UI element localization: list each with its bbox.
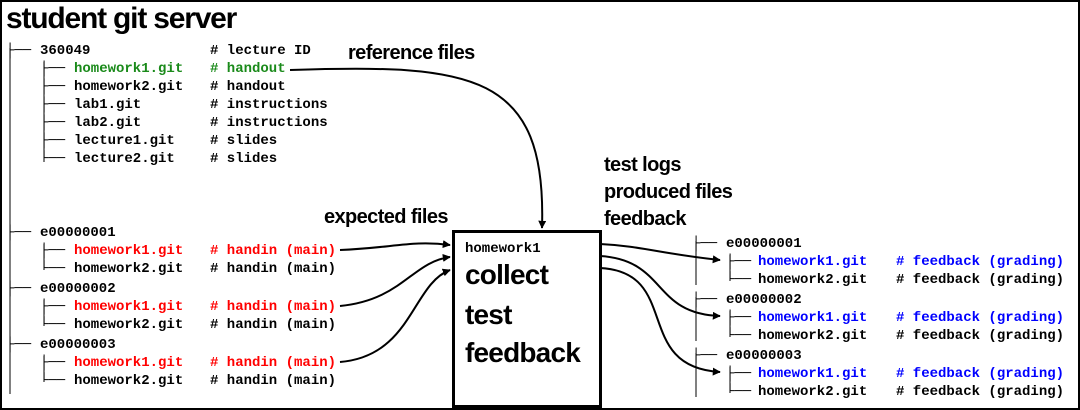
lecture-repo-name: lab2.git bbox=[74, 115, 142, 131]
student-repo-name: homework2.git bbox=[74, 373, 184, 389]
student-repo-name: homework1.git bbox=[74, 243, 184, 259]
feedback-arrow-1 bbox=[599, 243, 721, 264]
feedback-repo-name: homework1.git bbox=[758, 254, 868, 270]
student-repo-name: homework2.git bbox=[74, 261, 184, 277]
process-homework-id: homework1 bbox=[465, 241, 541, 257]
student-repo-comment: # handin (main) bbox=[210, 373, 337, 389]
tree-branch: ├── bbox=[726, 254, 752, 270]
grading-process-box: homework1 collect test feedback bbox=[452, 230, 602, 408]
tree-branch: └── bbox=[726, 272, 752, 288]
handin-arrow-2 bbox=[339, 253, 451, 307]
student-repo-comment: # handin (main) bbox=[210, 355, 337, 371]
student-id: e00000002 bbox=[40, 281, 116, 297]
test-logs-label: test logs bbox=[604, 154, 681, 176]
tree-branch: ├── bbox=[726, 366, 752, 382]
step-test: test bbox=[465, 299, 512, 330]
lecture-repo-name: homework1.git bbox=[74, 61, 184, 77]
lecture-repo-name: lecture1.git bbox=[74, 133, 175, 149]
feedback-student-id: e00000001 bbox=[726, 236, 802, 252]
tree-branch: ├── bbox=[40, 97, 66, 113]
feedback-repo-comment: # feedback (grading) bbox=[896, 310, 1065, 326]
step-feedback: feedback bbox=[465, 337, 581, 368]
tree-branch: └── bbox=[40, 317, 66, 333]
feedback-student-id: e00000002 bbox=[726, 292, 802, 308]
student-repo-name: homework1.git bbox=[74, 299, 184, 315]
tree-branch: ├── bbox=[40, 355, 66, 371]
feedback-repo-comment: # feedback (grading) bbox=[896, 328, 1065, 344]
feedback-repo-comment: # feedback (grading) bbox=[896, 254, 1065, 270]
tree-branch: ├── bbox=[726, 310, 752, 326]
feedback-repo-name: homework2.git bbox=[758, 384, 868, 400]
handin-arrow-1 bbox=[339, 240, 451, 251]
produced-files-label: produced files bbox=[604, 181, 733, 203]
student-id: e00000001 bbox=[40, 225, 116, 241]
tree-branch: ├── bbox=[692, 236, 718, 252]
tree-branch: ├── bbox=[40, 79, 66, 95]
tree-branch: └── bbox=[40, 261, 66, 277]
diagram-title: student git server bbox=[6, 2, 237, 35]
lecture-repo-comment: # slides bbox=[210, 151, 278, 167]
tree-branch: ├── bbox=[40, 61, 66, 77]
lecture-repo-comment: # slides bbox=[210, 133, 278, 149]
student-repo-comment: # handin (main) bbox=[210, 317, 337, 333]
feedback-student-id: e00000003 bbox=[726, 348, 802, 364]
feedback-repo-comment: # feedback (grading) bbox=[896, 384, 1065, 400]
feedback-repo-name: homework1.git bbox=[758, 310, 868, 326]
feedback-repo-name: homework2.git bbox=[758, 272, 868, 288]
tree-branch: ├── bbox=[40, 243, 66, 259]
feedback-label: feedback bbox=[604, 208, 687, 230]
tree-branch: ├── bbox=[40, 115, 66, 131]
tree-branch: ├── bbox=[6, 281, 32, 297]
step-collect: collect bbox=[465, 259, 549, 290]
feedback-repo-name: homework1.git bbox=[758, 366, 868, 382]
lecture-repo-comment: # instructions bbox=[210, 97, 328, 113]
reference-arrow bbox=[289, 67, 547, 229]
lecture-id: 360049 bbox=[40, 43, 91, 59]
expected-files-label: expected files bbox=[324, 206, 448, 228]
tree-branch: └── bbox=[40, 373, 66, 389]
tree-branch: ├── bbox=[40, 133, 66, 149]
student-repo-comment: # handin (main) bbox=[210, 261, 337, 277]
lecture-repo-comment: # handout bbox=[210, 61, 286, 77]
feedback-repo-comment: # feedback (grading) bbox=[896, 366, 1065, 382]
student-id: e00000003 bbox=[40, 337, 116, 353]
tree-branch: └── bbox=[726, 328, 752, 344]
lecture-repo-name: lecture2.git bbox=[74, 151, 175, 167]
tree-branch: ├── bbox=[692, 348, 718, 364]
student-repo-name: homework1.git bbox=[74, 355, 184, 371]
student-repo-name: homework2.git bbox=[74, 317, 184, 333]
lecture-repo-comment: # instructions bbox=[210, 115, 328, 131]
tree-branch: ├── bbox=[6, 43, 32, 59]
tree-branch: ├── bbox=[6, 337, 32, 353]
lecture-repo-name: lab1.git bbox=[74, 97, 142, 113]
feedback-arrow-2 bbox=[599, 255, 721, 320]
lecture-repo-comment: # handout bbox=[210, 79, 286, 95]
tree-branch: └── bbox=[726, 384, 752, 400]
tree-branch: ├── bbox=[692, 292, 718, 308]
reference-files-label: reference files bbox=[348, 42, 475, 64]
student-repo-comment: # handin (main) bbox=[210, 299, 337, 315]
tree-branch: └── bbox=[40, 151, 66, 167]
student-repo-comment: # handin (main) bbox=[210, 243, 337, 259]
tree-branch: ├── bbox=[6, 225, 32, 241]
handin-arrow-3 bbox=[339, 268, 451, 363]
tree-branch: ├── bbox=[40, 299, 66, 315]
feedback-arrow-3 bbox=[599, 267, 721, 376]
lecture-repo-name: homework2.git bbox=[74, 79, 184, 95]
lecture-comment: # lecture ID bbox=[210, 43, 311, 59]
feedback-repo-name: homework2.git bbox=[758, 328, 868, 344]
feedback-repo-comment: # feedback (grading) bbox=[896, 272, 1065, 288]
